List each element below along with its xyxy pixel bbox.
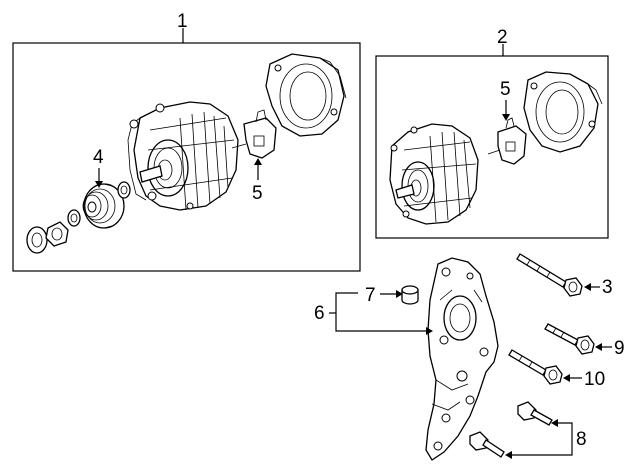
callout-7: 7: [365, 285, 376, 306]
bushing: [401, 285, 419, 305]
callout-10: 10: [584, 369, 605, 390]
pulley-washer: [67, 209, 81, 227]
alternator-unit-1: [127, 101, 239, 211]
bolt-10: [508, 349, 563, 385]
mounting-bracket: [425, 257, 499, 461]
voltage-regulator-1: [231, 109, 277, 159]
callout-9: 9: [614, 338, 625, 359]
callout-5b: 5: [500, 79, 511, 100]
pulley-spacer: [117, 181, 131, 199]
callout-4: 4: [93, 147, 104, 168]
alternator-unit-2: [389, 123, 479, 225]
callout-2: 2: [497, 27, 508, 48]
pulley-nut: [45, 221, 69, 247]
bolt-3: [516, 253, 583, 297]
bolt-8a: [517, 401, 553, 426]
callout-8: 8: [576, 429, 587, 450]
pulley: [82, 183, 125, 229]
callout-5a: 5: [252, 183, 263, 204]
callout-1: 1: [177, 11, 188, 32]
voltage-regulator-2: [487, 117, 527, 165]
callout-3: 3: [602, 277, 613, 298]
pulley-cap: [26, 226, 48, 254]
assembly-box-2: [375, 55, 609, 239]
rear-cover-2: [523, 71, 603, 153]
callout-6: 6: [314, 303, 325, 324]
assembly-box-1: [12, 42, 361, 272]
rear-cover-1: [265, 53, 347, 137]
bolt-8b: [469, 431, 505, 458]
bolt-9: [544, 323, 595, 355]
